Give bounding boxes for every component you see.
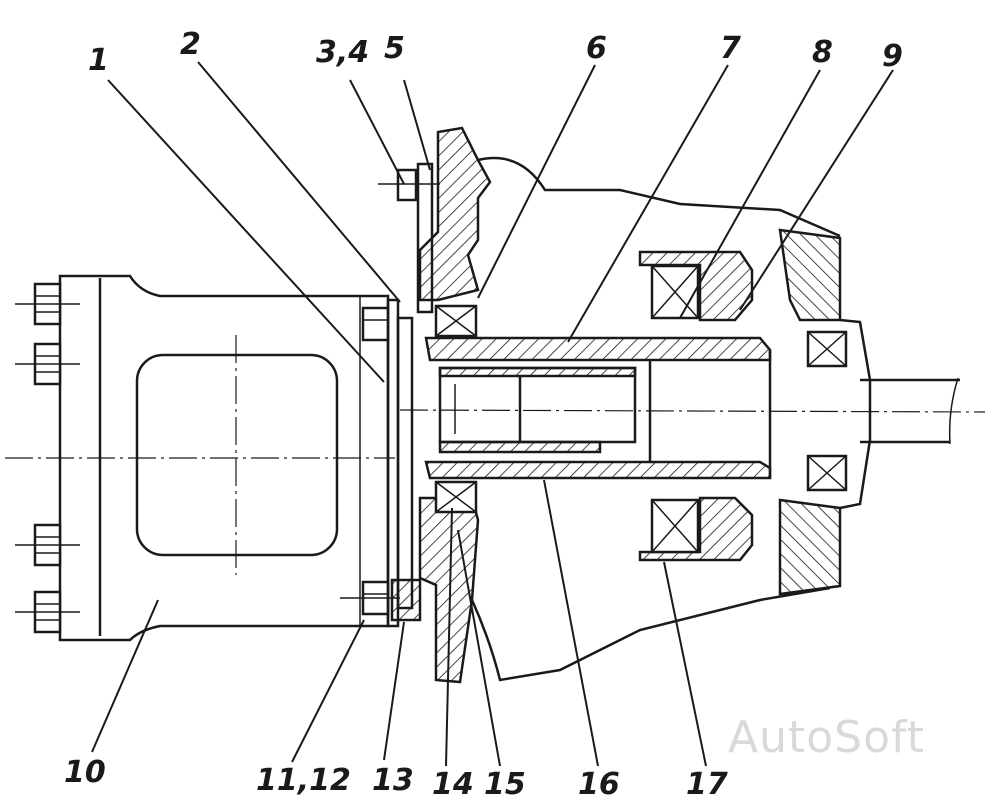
callout-16: 16 [578,767,620,802]
bearing-left-upper [434,304,478,338]
leader-lines [91,61,894,767]
callout-9: 9 [882,39,903,74]
callout-5: 5 [384,31,405,66]
shaft-axis [399,409,986,413]
gear-hub-lower [638,496,754,562]
adapter-plate [386,298,422,628]
callout-13: 13 [372,763,414,798]
callout-8: 8 [812,35,833,70]
callout-3-4: 3,4 [316,35,369,70]
output-shaft [860,377,960,445]
mounting-bolts [340,306,400,616]
callout-10: 10 [64,755,106,790]
callout-11-12: 11,12 [256,763,351,798]
callout-1: 1 [88,43,109,78]
gear-hub-upper [638,250,754,322]
axle-housing [778,228,872,596]
callout-17: 17 [686,767,728,802]
bearing-right-lower [806,454,848,492]
callout-6: 6 [586,31,607,66]
callout-7: 7 [720,31,741,66]
bearing-right-upper [806,330,848,368]
callout-14: 14 [432,767,474,802]
callout-2: 2 [180,27,201,62]
callout-15: 15 [484,767,526,802]
watermark: AutoSoft [728,712,925,763]
bearing-left-lower [434,480,478,514]
inner-sleeve [438,366,637,454]
flange-bolts-left [15,282,80,634]
hollow-shaft [424,336,772,480]
